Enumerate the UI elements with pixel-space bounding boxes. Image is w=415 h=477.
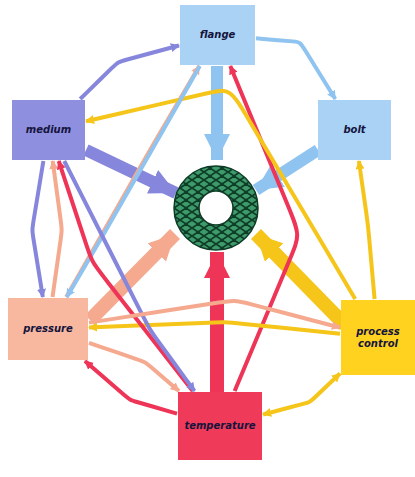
gasket-bore <box>199 191 233 225</box>
influence-arrow <box>85 361 177 414</box>
flange-box: flange <box>180 5 255 65</box>
influence-arrow <box>66 66 199 297</box>
medium-box: medium <box>12 100 85 160</box>
influence-arrow <box>256 38 335 99</box>
node-label: bolt <box>343 124 365 136</box>
force-arrow <box>86 66 345 392</box>
process-control-box: process control <box>341 300 415 375</box>
pressure-box: pressure <box>8 298 88 360</box>
force-arrow <box>211 66 223 160</box>
influence-arrow <box>89 322 340 333</box>
influence-arrow <box>53 161 62 297</box>
node-label: temperature <box>184 420 255 432</box>
influence-arrow <box>359 161 375 299</box>
influence-arrow <box>80 45 179 99</box>
influence-arrow <box>263 374 340 415</box>
node-label: medium <box>26 124 71 136</box>
node-label: process control <box>345 326 411 349</box>
node-label: pressure <box>23 323 73 335</box>
node-label: flange <box>200 29 236 41</box>
influence-arrow <box>67 66 200 297</box>
temperature-box: temperature <box>178 392 262 460</box>
influence-arrow <box>89 301 340 327</box>
influence-arrow <box>32 161 43 297</box>
influence-arrow <box>230 66 297 391</box>
bolt-box: bolt <box>318 100 391 160</box>
gasket-ring <box>174 166 258 250</box>
